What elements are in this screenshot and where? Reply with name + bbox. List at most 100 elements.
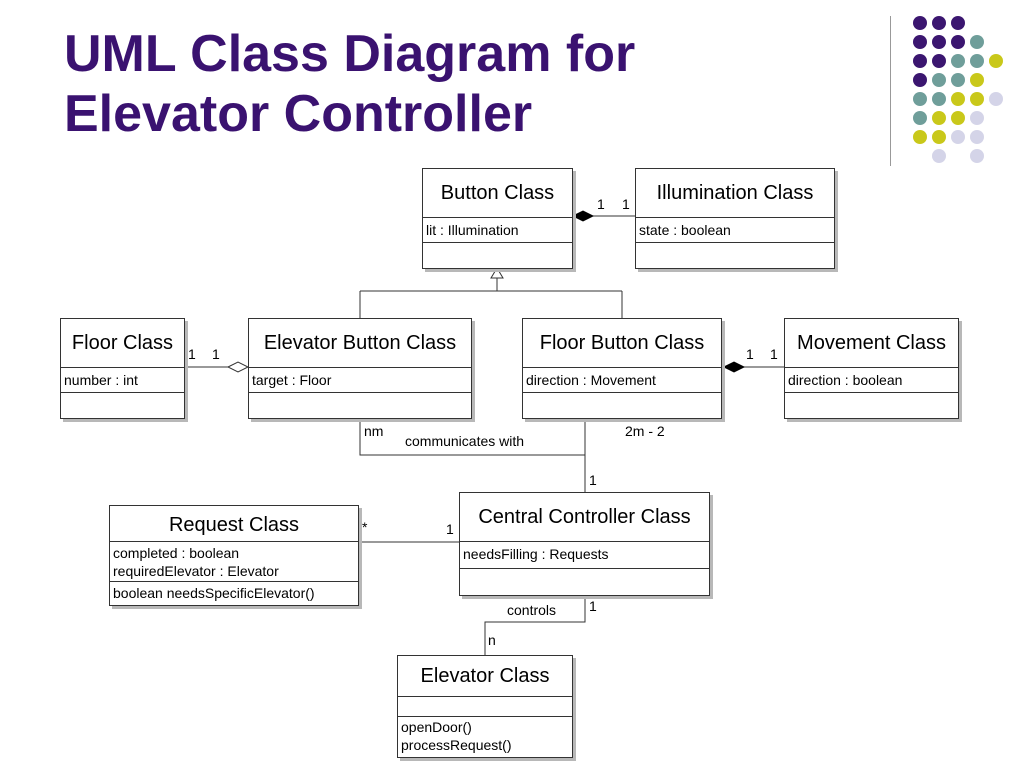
- attribute: number : int: [64, 372, 138, 388]
- attribute: direction : boolean: [788, 372, 903, 388]
- class-attributes: needsFilling : Requests: [460, 542, 709, 569]
- class-attributes: direction : Movement: [523, 368, 721, 393]
- attribute: completed : boolean: [113, 545, 240, 561]
- association-label: controls: [507, 602, 557, 618]
- dot: [913, 130, 927, 144]
- class-name: Central Controller Class: [460, 493, 709, 542]
- page-title: UML Class Diagram for Elevator Controlle…: [64, 24, 635, 144]
- communicates-with-link: [359, 418, 586, 456]
- attribute: direction : Movement: [526, 372, 656, 388]
- class-box-central-controller: Central Controller Class needsFilling : …: [459, 492, 710, 596]
- class-operations: [460, 569, 709, 595]
- class-name: Illumination Class: [636, 169, 834, 218]
- multiplicity-label: 1: [188, 346, 196, 362]
- dot: [932, 16, 946, 30]
- class-box-illumination: Illumination Class state : boolean: [635, 168, 835, 269]
- multiplicity-label: 1: [446, 521, 454, 537]
- dot: [951, 35, 965, 49]
- multiplicity-label: nm: [364, 423, 384, 439]
- class-operations: [61, 393, 184, 418]
- dot: [932, 35, 946, 49]
- dot: [989, 92, 1003, 106]
- class-box-floor-button: Floor Button Class direction : Movement: [522, 318, 722, 419]
- dot: [970, 73, 984, 87]
- attribute: target : Floor: [252, 372, 332, 388]
- class-attributes: completed : boolean requiredElevator : E…: [110, 542, 358, 582]
- dot: [913, 35, 927, 49]
- dot: [932, 130, 946, 144]
- class-name: Elevator Button Class: [249, 319, 471, 368]
- aggregation-diamond-elevator-button: [226, 361, 250, 373]
- dot: [951, 92, 965, 106]
- association-label: communicates with: [405, 433, 525, 449]
- operation: openDoor(): [401, 719, 472, 735]
- composition-diamond-button: [571, 210, 595, 222]
- dot: [970, 111, 984, 125]
- class-name: Button Class: [423, 169, 572, 218]
- dot: [932, 73, 946, 87]
- dot: [932, 149, 946, 163]
- class-name: Movement Class: [785, 319, 958, 368]
- dot: [932, 92, 946, 106]
- class-attributes: [398, 697, 572, 717]
- class-operations: [523, 393, 721, 418]
- dot: [913, 16, 927, 30]
- title-line-1: UML Class Diagram for: [64, 25, 636, 83]
- class-operations: boolean needsSpecificElevator(): [110, 582, 358, 605]
- dot: [913, 92, 927, 106]
- multiplicity-label: 1: [746, 346, 754, 362]
- dot: [932, 111, 946, 125]
- dot: [913, 54, 927, 68]
- class-name: Floor Class: [61, 319, 184, 368]
- class-operations: [785, 393, 958, 418]
- dot: [913, 73, 927, 87]
- title-line-2: Elevator Controller: [64, 85, 533, 143]
- dot: [951, 73, 965, 87]
- class-box-floor: Floor Class number : int: [60, 318, 185, 419]
- composition-diamond-floor-button: [722, 361, 746, 373]
- dot: [970, 130, 984, 144]
- dot: [970, 92, 984, 106]
- class-operations: openDoor() processRequest(): [398, 717, 572, 757]
- controls-link: [484, 594, 586, 655]
- class-name: Elevator Class: [398, 656, 572, 697]
- operation: processRequest(): [401, 737, 512, 753]
- multiplicity-label: 1: [212, 346, 220, 362]
- class-name: Floor Button Class: [523, 319, 721, 368]
- class-operations: [636, 243, 834, 268]
- dot: [970, 35, 984, 49]
- dot: [970, 54, 984, 68]
- title-divider: [890, 16, 891, 166]
- multiplicity-label: 1: [597, 196, 605, 212]
- class-attributes: number : int: [61, 368, 184, 393]
- multiplicity-label: 1: [622, 196, 630, 212]
- inheritance-arrow: [490, 267, 504, 279]
- dot: [951, 111, 965, 125]
- attribute: requiredElevator : Elevator: [113, 563, 279, 579]
- class-box-request: Request Class completed : boolean requir…: [109, 505, 359, 606]
- class-attributes: lit : Illumination: [423, 218, 572, 243]
- attribute: state : boolean: [639, 222, 731, 238]
- multiplicity-label: 2m - 2: [625, 423, 665, 439]
- dot: [932, 54, 946, 68]
- class-attributes: state : boolean: [636, 218, 834, 243]
- class-attributes: target : Floor: [249, 368, 471, 393]
- attribute: needsFilling : Requests: [463, 546, 609, 562]
- dot: [970, 149, 984, 163]
- multiplicity-label: 1: [770, 346, 778, 362]
- dot: [951, 16, 965, 30]
- multiplicity-label: *: [362, 519, 368, 535]
- class-box-movement: Movement Class direction : boolean: [784, 318, 959, 419]
- class-operations: [423, 243, 572, 268]
- dot: [913, 111, 927, 125]
- multiplicity-label: n: [488, 632, 496, 648]
- class-box-button: Button Class lit : Illumination: [422, 168, 573, 269]
- multiplicity-label: 1: [589, 598, 597, 614]
- class-name: Request Class: [110, 506, 358, 542]
- class-box-elevator-button: Elevator Button Class target : Floor: [248, 318, 472, 419]
- class-operations: [249, 393, 471, 418]
- class-box-elevator: Elevator Class openDoor() processRequest…: [397, 655, 573, 758]
- dot: [989, 54, 1003, 68]
- attribute: lit : Illumination: [426, 222, 519, 238]
